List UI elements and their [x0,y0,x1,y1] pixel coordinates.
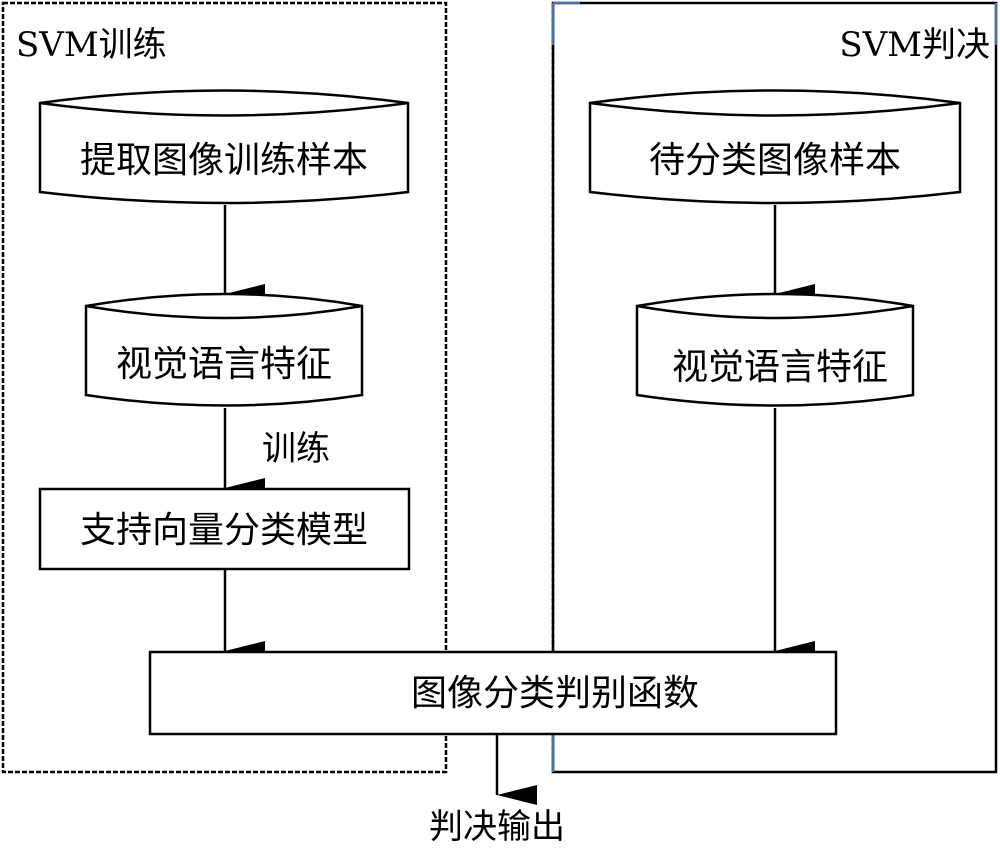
node-label: 视觉语言特征 [672,347,888,388]
node-label: 支持向量分类模型 [80,510,368,551]
node-svm-model: 支持向量分类模型 [38,487,411,571]
group-svm-decision: SVM判决 [551,1,998,774]
group-svm-training: SVM训练 [1,1,448,774]
group-title-training: SVM训练 [16,25,167,65]
node-features-train: 视觉语言特征 [84,292,364,407]
group-title-decision: SVM判决 [839,25,990,65]
node-samples-to-classify: 待分类图像样本 [588,89,962,205]
node-label: 提取图像训练样本 [80,140,368,181]
node-discriminant: 图像分类判别函数 [148,650,838,736]
node-features-decide: 视觉语言特征 [635,292,915,407]
node-label: 图像分类判别函数 [411,673,699,714]
output-label: 判决输出 [429,807,565,847]
node-label: 待分类图像样本 [649,140,901,181]
edge-label-train: 训练 [262,429,330,469]
node-label: 视觉语言特征 [116,344,332,385]
node-extract-samples: 提取图像训练样本 [38,89,410,205]
